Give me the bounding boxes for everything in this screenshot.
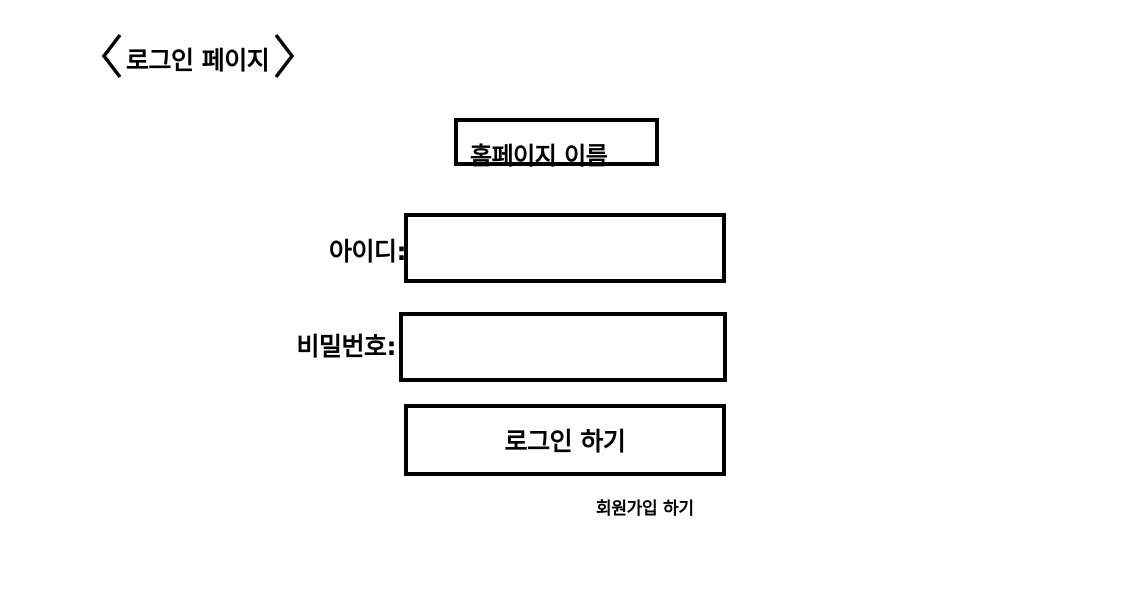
chevron-right-icon[interactable]: [272, 32, 296, 80]
id-label: 아이디:: [329, 237, 407, 266]
site-name-box: 홈페이지 이름: [454, 118, 659, 170]
password-input[interactable]: [399, 312, 727, 382]
page-header: 로그인 페이지: [100, 32, 300, 80]
page-title: 로그인 페이지: [126, 46, 270, 75]
password-label: 비밀번호:: [296, 332, 397, 361]
id-input[interactable]: [404, 213, 726, 283]
login-button[interactable]: 로그인 하기: [404, 404, 726, 476]
chevron-left-icon[interactable]: [100, 32, 124, 80]
signup-link[interactable]: 회원가입 하기: [596, 499, 694, 519]
site-name: 홈페이지 이름: [470, 142, 608, 170]
